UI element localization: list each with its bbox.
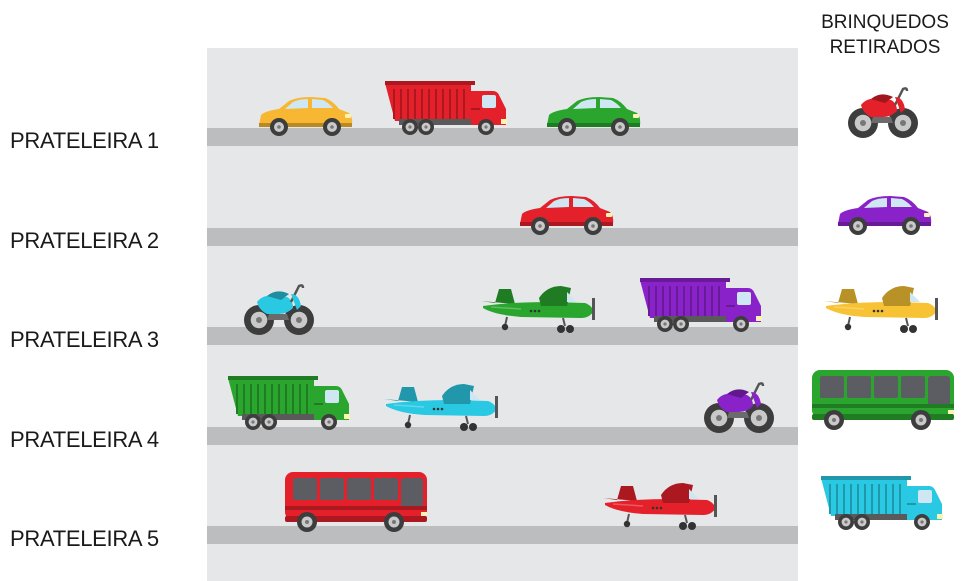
toy-motorcycle-icon (241, 280, 317, 336)
shelf-4-label: PRATELEIRA 4 (10, 427, 159, 453)
toy-motorcycle-icon (701, 378, 777, 434)
toy-truck-icon (640, 278, 763, 334)
toy-airplane-icon (384, 382, 500, 432)
toy-airplane-icon (603, 481, 719, 531)
removed-airplane-icon (824, 284, 940, 334)
removed-toys-title-line1: BRINQUEDOS (805, 10, 965, 35)
toy-airplane-icon (481, 284, 597, 334)
removed-toys-title: BRINQUEDOS RETIRADOS (805, 10, 965, 60)
toy-car-icon (541, 93, 643, 137)
toy-truck-icon (228, 376, 351, 432)
shelf-2-label: PRATELEIRA 2 (10, 228, 159, 254)
removed-truck-icon (821, 476, 944, 532)
shelf-5-label: PRATELEIRA 5 (10, 526, 159, 552)
shelf-1-label: PRATELEIRA 1 (10, 128, 159, 154)
toy-bus-icon (283, 470, 429, 534)
shelf-3-label: PRATELEIRA 3 (10, 327, 159, 353)
removed-bus-icon (810, 368, 956, 432)
toy-car-icon (253, 93, 355, 137)
removed-car-icon (832, 192, 934, 236)
shelf-2-plank (207, 228, 798, 246)
removed-motorcycle-icon (845, 83, 921, 139)
toy-truck-icon (385, 81, 508, 137)
toy-car-icon (514, 192, 616, 236)
removed-toys-title-line2: RETIRADOS (805, 35, 965, 60)
